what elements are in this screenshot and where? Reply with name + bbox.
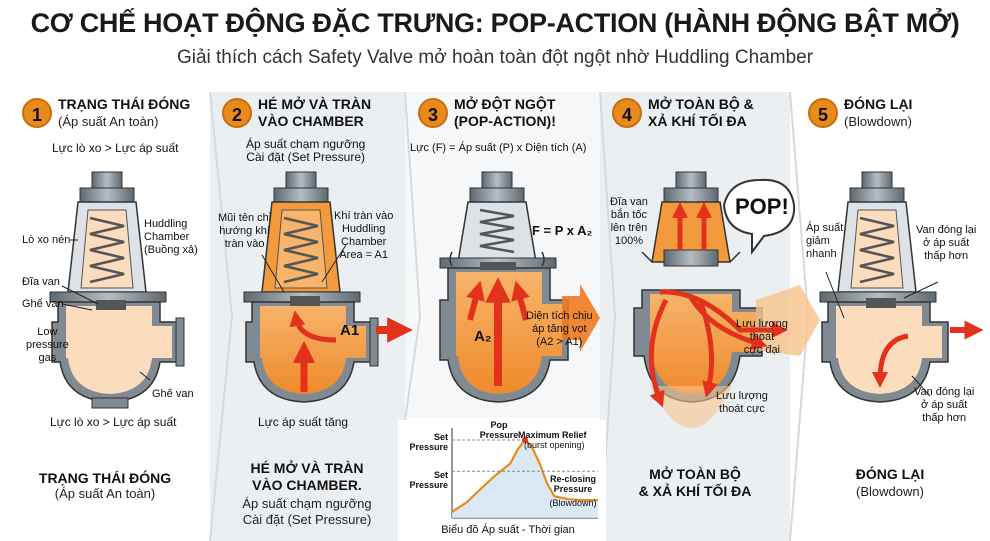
step-4-title: MỞ TOÀN BỘ & XẢ KHÍ TỐI ĐA: [648, 96, 754, 129]
chart-svg: [451, 428, 598, 519]
label-overflow-chamber: Khí tràn vào Huddling Chamber Area = A1: [334, 210, 394, 261]
label-pop: POP!: [735, 194, 789, 219]
step-5-badge: 5: [808, 98, 838, 128]
step-2-top-note: Áp suất chạm ngưỡng Cài đặt (Set Pressur…: [246, 137, 366, 164]
label-area-note: Diện tích chịu áp tăng vọt (A2 > A1): [526, 310, 593, 348]
step-5-subtitle: (Blowdown): [844, 114, 912, 129]
chart-blowdown: (Blowdown): [549, 498, 597, 508]
valve-pop-illustration: [439, 171, 600, 403]
label-huddling-chamber: Huddling Chamber (Buồng xả): [144, 218, 198, 256]
step-1-caption-subtitle: (Áp suất An toàn): [54, 486, 156, 501]
page-title: CƠ CHẾ HOẠT ĐỘNG ĐẶC TRƯNG: POP-ACTION (…: [30, 8, 960, 38]
step-3-top-note: Lực (F) = Áp suất (P) x Diện tích (A): [410, 142, 587, 154]
chevron-divider-2: [404, 91, 422, 421]
chevron-divider-1: [209, 91, 234, 541]
label-flow-2: Lưu lượng thoát cực: [716, 390, 768, 415]
chart-pop-pressure: Pop Pressure: [479, 420, 519, 440]
chart-pressure-line: [451, 438, 598, 513]
chart-set-pressure-mid: Set Pressure: [409, 470, 448, 490]
step-4-badge: 4: [612, 98, 642, 128]
step-1-caption-title: TRẠNG THÁI ĐÓNG: [38, 470, 172, 486]
pressure-time-chart: Set Pressure Pop Pressure Maximum Relief…: [398, 420, 606, 541]
chart-max-relief: Maximum Relief: [518, 430, 587, 440]
label-max-flow: Lưu lượng thoát cực đại: [736, 318, 788, 356]
valve-blowdown-illustration: [819, 171, 984, 403]
step-2-bottom-note: Lực áp suất tăng: [258, 415, 349, 429]
page-subtitle: Giải thích cách Safety Valve mở hoàn toà…: [176, 47, 814, 68]
step-1-title: TRẠNG THÁI ĐÓNG: [58, 96, 191, 112]
label-low-pressure-gas: Low pressure gas: [26, 326, 69, 364]
label-arrow-direction: Mũi tên chỉ hướng khí tràn vào: [218, 212, 272, 250]
chart-peak-point: [522, 437, 528, 443]
label-close-top: Van đóng lại ở áp suất thấp hơn: [916, 224, 977, 262]
step-5-title: ĐÓNG LẠI: [844, 96, 913, 112]
step-3-badge: 3: [418, 98, 448, 128]
valve-full-open-illustration: [633, 171, 820, 428]
step-2-caption-title: HÉ MỞ VÀ TRÀN VÀO CHAMBER.: [250, 460, 364, 493]
label-disc: Đĩa van: [22, 276, 60, 288]
step-4-caption-title: MỞ TOÀN BỘ & XẢ KHÍ TỐI ĐA: [638, 466, 752, 499]
step-2-badge: 2: [222, 98, 252, 128]
label-area-a2: A₂: [474, 328, 492, 345]
label-seat-right: Ghế van: [152, 388, 194, 400]
label-close-bottom: Van đóng lại ở áp suất thấp hơn: [914, 386, 975, 424]
step-5-caption-title: ĐÓNG LẠI: [855, 466, 925, 482]
step-1-bottom-note: Lực lò xo > Lực áp suất: [50, 415, 177, 429]
valve-cracking-illustration: [243, 171, 413, 403]
chart-reclosing: Re-closing Pressure: [549, 474, 596, 494]
label-spring: Lò xo nén: [22, 234, 71, 246]
step-2-title: HÉ MỞ VÀ TRÀN VÀO CHAMBER: [258, 96, 372, 129]
step-1-badge: 1: [22, 98, 52, 128]
chart-set-pressure-top: Set Pressure: [409, 432, 448, 452]
chart-burst-opening: (burst opening): [524, 440, 585, 450]
chart-title: Biểu đồ Áp suất - Thời gian: [441, 524, 575, 536]
step-5-caption-subtitle: (Blowdown): [856, 484, 924, 499]
valve-closed-illustration: [49, 171, 185, 409]
label-seat-left: Ghế van: [22, 298, 64, 310]
label-formula: F = P x A₂: [532, 223, 593, 238]
step-1-subtitle: (Áp suất An toàn): [58, 114, 159, 129]
label-pressure-drop: Áp suất giảm nhanh: [806, 222, 844, 260]
step-2-caption-subtitle: Áp suất chạm ngưỡng Cài đặt (Set Pressur…: [242, 496, 372, 527]
step-3-title: MỞ ĐỘT NGỘT (POP-ACTION)!: [454, 96, 556, 129]
label-disc-speed: Đĩa van bắn tốc lên trên 100%: [610, 196, 648, 247]
step-1-top-note: Lực lò xo > Lực áp suất: [52, 141, 179, 155]
label-area-a1: A1: [340, 322, 360, 339]
